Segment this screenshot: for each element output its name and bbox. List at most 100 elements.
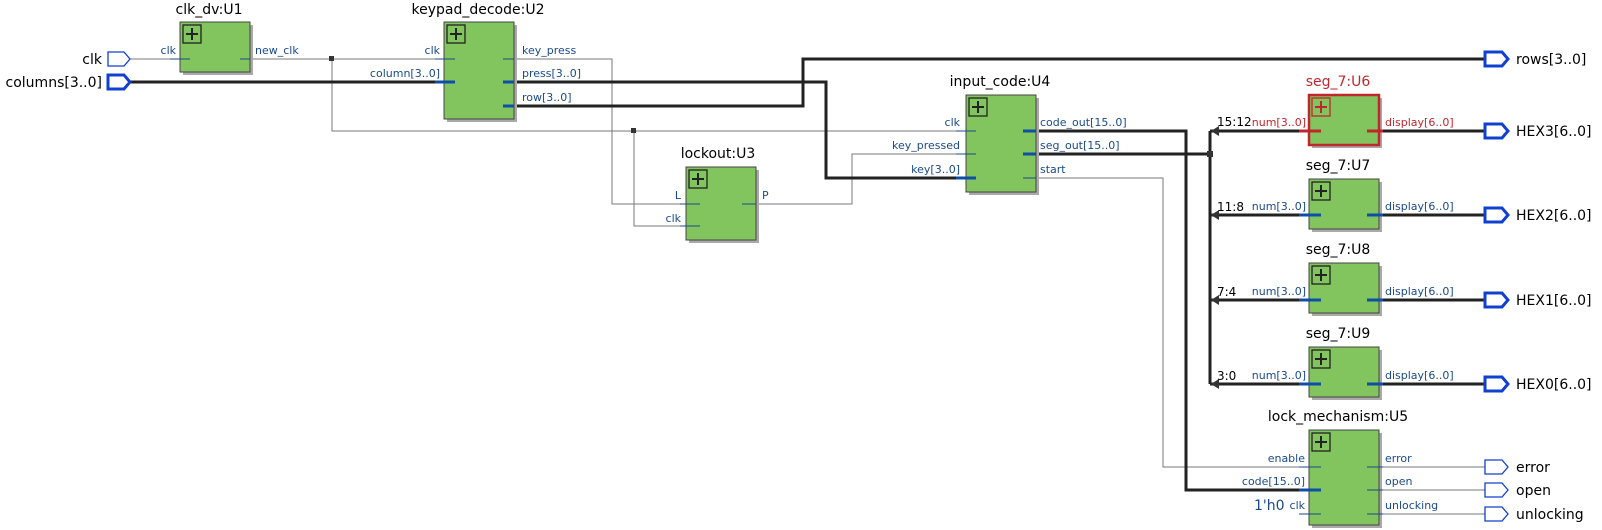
port-label: press[3..0] [522, 67, 581, 80]
instance-title: seg_7:U8 [1306, 242, 1371, 258]
instance-title: seg_7:U6 [1306, 74, 1371, 90]
port-label: display[6..0] [1385, 369, 1454, 382]
port-label: clk [945, 116, 961, 129]
instance-lockout-u3[interactable]: lockout:U3 L clk P [666, 146, 769, 243]
port-label: code_out[15..0] [1040, 116, 1127, 129]
expand-icon[interactable] [446, 24, 466, 44]
instance-title: keypad_decode:U2 [412, 2, 545, 18]
output-port-rows[interactable]: rows[3..0] [1483, 50, 1586, 68]
port-label: P [762, 189, 769, 202]
instance-input-code-u4[interactable]: input_code:U4 clk key_pressed key[3..0] … [892, 74, 1127, 195]
expand-icon[interactable] [1311, 265, 1331, 285]
input-port-columns[interactable]: columns[3..0] [6, 73, 132, 91]
port-label: key_pressed [892, 139, 960, 152]
output-label-error: error [1516, 460, 1550, 476]
port-label: clk [1290, 499, 1306, 512]
instance-title: clk_dv:U1 [176, 2, 243, 18]
junction-dot [1207, 151, 1213, 157]
expand-icon[interactable] [1311, 181, 1331, 201]
output-port-error[interactable]: error [1484, 459, 1550, 476]
input-arrow-icon [107, 51, 131, 67]
port-label: unlocking [1385, 499, 1438, 512]
port-label: L [675, 189, 682, 202]
input-label-columns: columns[3..0] [6, 75, 102, 91]
output-arrow-icon [1483, 122, 1510, 140]
output-port-open[interactable]: open [1484, 482, 1551, 499]
output-port-unlocking[interactable]: unlocking [1484, 506, 1584, 523]
output-label-hex1: HEX1[6..0] [1516, 293, 1592, 309]
output-arrow-icon [1483, 375, 1510, 393]
port-label: num[3..0] [1252, 285, 1306, 298]
port-label: open [1385, 475, 1412, 488]
input-label-clk: clk [82, 52, 103, 68]
expand-icon[interactable] [182, 24, 202, 44]
tap-label-11-8: 11:8 [1217, 200, 1244, 214]
input-port-clk[interactable]: clk [82, 51, 131, 68]
port-label: display[6..0] [1385, 200, 1454, 213]
port-label: enable [1268, 452, 1306, 465]
output-label-rows: rows[3..0] [1516, 52, 1586, 68]
port-label: num[3..0] [1252, 116, 1306, 129]
tap-arrow [1211, 379, 1219, 389]
port-label: clk [161, 44, 177, 57]
output-port-hex1[interactable]: HEX1[6..0] [1483, 291, 1592, 309]
output-port-hex0[interactable]: HEX0[6..0] [1483, 375, 1592, 393]
tap-label-7-4: 7:4 [1217, 285, 1236, 299]
instance-seg-7-u7[interactable]: seg_7:U7 num[3..0] display[6..0] [1252, 158, 1454, 232]
instance-title: lockout:U3 [681, 146, 756, 162]
expand-icon[interactable] [1311, 432, 1331, 452]
port-label: clk [425, 44, 441, 57]
port-label: row[3..0] [522, 91, 572, 104]
output-arrow-icon [1484, 459, 1509, 475]
port-label: display[6..0] [1385, 116, 1454, 129]
input-arrow-icon [106, 73, 132, 91]
output-label-hex3: HEX3[6..0] [1516, 124, 1592, 140]
output-label-hex0: HEX0[6..0] [1516, 377, 1592, 393]
output-arrow-icon [1484, 482, 1509, 498]
port-label: start [1040, 163, 1066, 176]
expand-icon[interactable] [1311, 97, 1331, 117]
output-label-unlocking: unlocking [1516, 507, 1584, 523]
output-label-hex2: HEX2[6..0] [1516, 208, 1592, 224]
port-label: new_clk [255, 44, 299, 57]
instance-title: seg_7:U7 [1306, 158, 1371, 174]
output-arrow-icon [1483, 50, 1510, 68]
instance-seg-7-u9[interactable]: seg_7:U9 num[3..0] display[6..0] [1252, 326, 1454, 400]
junction-dot [329, 56, 334, 61]
instance-lock-mechanism-u5[interactable]: lock_mechanism:U5 enable code[15..0] clk… [1242, 409, 1438, 528]
port-label: column[3..0] [370, 67, 440, 80]
constant-label: 1'h0 [1254, 498, 1285, 514]
tap-label-15-12: 15:12 [1217, 115, 1252, 129]
bus-taps: 15:12 11:8 7:4 3:0 [1211, 115, 1252, 389]
instance-seg-7-u6[interactable]: seg_7:U6 num[3..0] display[6..0] [1252, 74, 1454, 148]
port-label: key[3..0] [911, 163, 960, 176]
output-label-open: open [1516, 483, 1551, 499]
port-label: error [1385, 452, 1412, 465]
instance-seg-7-u8[interactable]: seg_7:U8 num[3..0] display[6..0] [1252, 242, 1454, 316]
port-label: display[6..0] [1385, 285, 1454, 298]
junction-dot [631, 128, 636, 133]
output-arrow-icon [1484, 506, 1509, 522]
instance-title: lock_mechanism:U5 [1268, 409, 1408, 425]
expand-icon[interactable] [1311, 349, 1331, 369]
instance-keypad-decode-u2[interactable]: keypad_decode:U2 clk column[3..0] key_pr… [370, 2, 581, 122]
expand-icon[interactable] [968, 97, 988, 117]
expand-icon[interactable] [688, 169, 708, 189]
tap-arrow [1211, 295, 1219, 305]
port-label: key_press [522, 44, 577, 57]
tap-label-3-0: 3:0 [1217, 369, 1236, 383]
instance-clk-dv-u1[interactable]: clk_dv:U1 clk new_clk [161, 2, 300, 75]
instance-title: input_code:U4 [950, 74, 1051, 90]
output-arrow-icon [1483, 206, 1510, 224]
tap-arrow [1211, 126, 1219, 136]
buses [130, 57, 1485, 515]
port-label: seg_out[15..0] [1040, 139, 1120, 152]
tap-arrow [1211, 210, 1219, 220]
instance-title: seg_7:U9 [1306, 326, 1371, 342]
output-port-hex3[interactable]: HEX3[6..0] [1483, 122, 1592, 140]
output-arrow-icon [1483, 291, 1510, 309]
port-label: clk [666, 212, 682, 225]
output-port-hex2[interactable]: HEX2[6..0] [1483, 206, 1592, 224]
port-label: num[3..0] [1252, 369, 1306, 382]
